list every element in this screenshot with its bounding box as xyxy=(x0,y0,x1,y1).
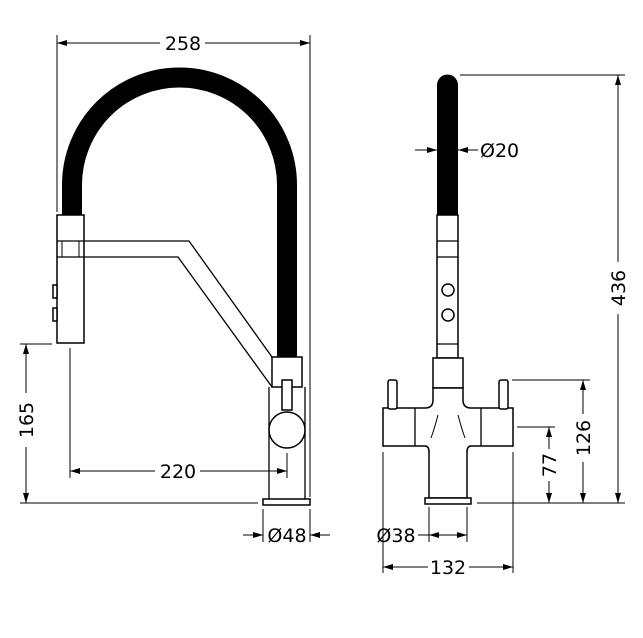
svg-text:Ø38: Ø38 xyxy=(376,525,415,547)
svg-text:436: 436 xyxy=(608,270,630,306)
spray-head xyxy=(52,214,85,344)
base-plate xyxy=(262,498,311,506)
svg-text:77: 77 xyxy=(539,453,561,477)
dim-77: 77 xyxy=(517,426,561,503)
dim-132: 132 xyxy=(382,452,514,579)
spout-collar xyxy=(432,357,464,389)
svg-text:Ø20: Ø20 xyxy=(480,140,519,162)
dim-20: Ø20 xyxy=(415,140,519,162)
tap-body xyxy=(382,387,514,499)
side-view: 258 165 220 Ø48 xyxy=(16,33,330,547)
hose-arc xyxy=(62,67,297,358)
handle-lever xyxy=(281,379,293,411)
spray-button xyxy=(52,284,58,299)
spray-button xyxy=(441,283,455,297)
base-plate xyxy=(424,497,472,505)
tap-body xyxy=(268,387,306,499)
dim-165: 165 xyxy=(16,343,258,504)
spray-button xyxy=(52,307,58,322)
front-view: Ø20 436 126 77 xyxy=(376,74,630,579)
svg-text:165: 165 xyxy=(16,402,38,438)
dim-38: Ø38 xyxy=(376,507,468,547)
handle-lever-left xyxy=(387,379,398,410)
svg-text:Ø48: Ø48 xyxy=(267,525,306,547)
svg-text:126: 126 xyxy=(573,420,595,456)
handle-lever-right xyxy=(498,379,509,410)
handle-ball xyxy=(268,411,306,449)
svg-text:258: 258 xyxy=(165,33,201,55)
dim-220: 220 xyxy=(69,348,288,483)
dim-48: Ø48 xyxy=(243,509,330,547)
spray-button xyxy=(441,308,455,322)
dim-436: 436 xyxy=(460,74,630,504)
dim-258: 258 xyxy=(56,33,311,497)
spray-head-front xyxy=(436,214,459,359)
dim-126: 126 xyxy=(512,379,595,503)
spout-arm xyxy=(84,240,273,388)
svg-text:132: 132 xyxy=(430,557,466,579)
svg-text:220: 220 xyxy=(160,461,196,483)
